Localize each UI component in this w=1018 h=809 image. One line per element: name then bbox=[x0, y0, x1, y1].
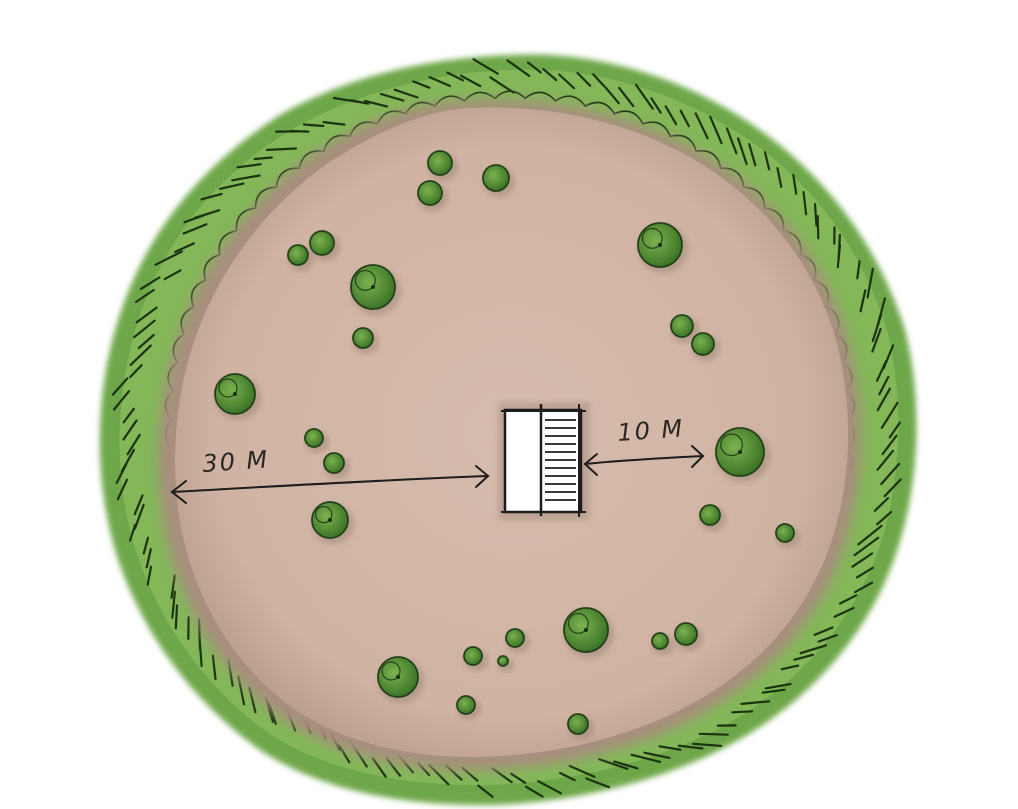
hatch-stroke bbox=[267, 149, 296, 150]
hatch-stroke bbox=[176, 605, 177, 628]
hatch-stroke bbox=[815, 204, 817, 226]
stand-body bbox=[505, 410, 581, 512]
hatch-stroke bbox=[818, 216, 819, 238]
label-right-distance: 10 M bbox=[616, 414, 685, 447]
hatch-stroke bbox=[700, 734, 728, 735]
hatch-stroke bbox=[255, 158, 272, 160]
hatch-stroke bbox=[291, 131, 308, 132]
hatch-stroke bbox=[304, 125, 323, 127]
hunting-stand bbox=[498, 402, 590, 520]
label-left-distance: 30 M bbox=[201, 445, 270, 478]
hatch-stroke bbox=[732, 711, 752, 712]
